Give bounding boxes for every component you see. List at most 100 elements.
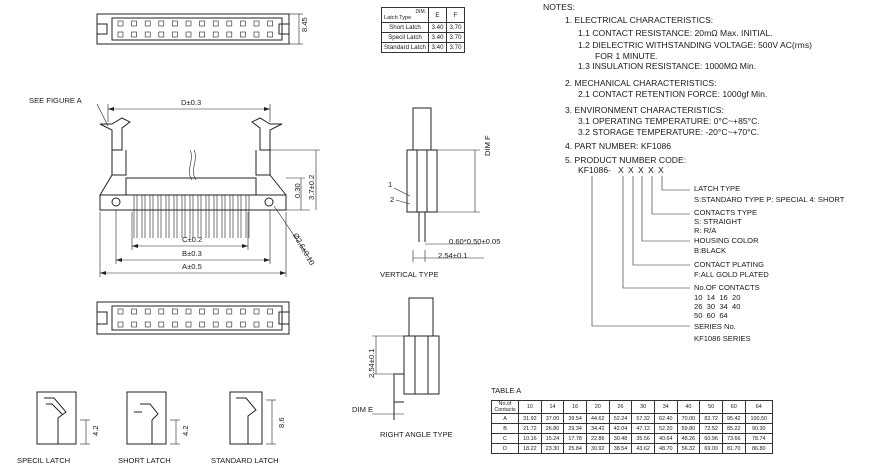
note-line: FOR 1 MINUTE. — [595, 51, 659, 61]
cell: 38.54 — [608, 443, 633, 454]
code-x: X — [638, 165, 644, 175]
code-contacts-r: R: R/A — [694, 226, 717, 235]
cell: 62.40 — [653, 413, 678, 424]
cell: 10.16 — [518, 433, 542, 444]
code-no-contacts: No.OF CONTACTS — [694, 283, 760, 292]
pin-hole — [226, 308, 233, 315]
table-a-header: 16 — [563, 400, 587, 414]
cell: 59.80 — [676, 423, 701, 434]
dim-row-label: Specil Latch — [381, 32, 429, 43]
code-housing-value: B:BLACK — [694, 246, 727, 255]
dim-table-header-e: E — [428, 7, 447, 23]
cell: 25.84 — [563, 443, 587, 454]
short-latch-label: SHORT LATCH — [118, 456, 171, 465]
note-line: 1. ELECTRICAL CHARACTERISTICS: — [565, 15, 714, 25]
cell: 81.70 — [721, 443, 746, 454]
pin-hole — [199, 20, 205, 27]
table-a-header: 26 — [608, 400, 633, 414]
dim-a-label: A±0.5 — [182, 262, 202, 271]
pin-hole — [212, 308, 219, 315]
cell: 35.56 — [631, 433, 655, 444]
cell: 15.24 — [540, 433, 565, 444]
cell: 17.78 — [563, 433, 587, 444]
pin-hole — [226, 321, 233, 328]
pin-hole — [267, 20, 273, 27]
table-a-header: 10 — [518, 400, 542, 414]
note-line: 2.1 CONTACT RETENTION FORCE: 1000gf Min. — [578, 89, 768, 99]
pin-hole — [267, 308, 273, 315]
code-contacts-row: 50 60 64 — [694, 311, 728, 320]
note-line: 2. MECHANICAL CHARACTERISTICS: — [565, 78, 717, 88]
dim-table-header-f: F — [446, 7, 465, 23]
dim-d-label: D±0.3 — [181, 98, 202, 107]
cell: 95.42 — [721, 413, 746, 424]
cell: 100.50 — [744, 413, 774, 424]
callout-1: 1 — [388, 180, 393, 189]
code-contacts-s: S: STRAIGHT — [694, 217, 742, 226]
cell: 44.62 — [585, 413, 610, 424]
vertical-type-label: VERTICAL TYPE — [380, 270, 439, 279]
latch-details — [36, 391, 276, 445]
table-a-header: 34 — [653, 400, 678, 414]
table-a: No.of Contacts 10 14 16 20 26 30 34 40 5… — [491, 400, 774, 454]
dim-row-f: 3.70 — [446, 42, 465, 53]
cell: 34.42 — [585, 423, 610, 434]
pin-hole — [212, 20, 219, 27]
pin-hole — [117, 31, 124, 38]
row-label: C — [491, 433, 519, 444]
table-a-header: 50 — [699, 400, 723, 414]
product-code-leaders — [591, 176, 690, 327]
vertical-side-view — [393, 107, 484, 262]
table-a-header: 60 — [721, 400, 746, 414]
cell: 85.22 — [721, 423, 746, 434]
pin-hole — [240, 308, 246, 315]
right-angle-type-label: RIGHT ANGLE TYPE — [380, 430, 453, 439]
pin-hole — [240, 20, 246, 27]
table-a-header: 40 — [676, 400, 701, 414]
pin-hole — [185, 31, 192, 38]
table-row: Standard Latch 3.40 3.70 — [381, 42, 465, 53]
bottom-view — [96, 301, 290, 335]
table-a-title: TABLE A — [491, 386, 522, 395]
code-plating-value: F:ALL GOLD PLATED — [694, 270, 769, 279]
pin-hole — [158, 321, 165, 328]
cell: 31.92 — [518, 413, 542, 424]
cell: 82.72 — [699, 413, 723, 424]
code-x: X — [618, 165, 624, 175]
code-latch-values: S:STANDARD TYPE P: SPECIAL 4: SHORT — [694, 195, 845, 204]
pin-hole — [144, 321, 151, 328]
note-line: 1.3 INSULATION RESISTANCE: 1000MΩ Min. — [578, 61, 757, 71]
specil-latch-label: SPECIL LATCH — [17, 456, 71, 465]
note-line: 4. PART NUMBER: KF1086 — [565, 141, 672, 151]
dim-table-corner: DIM. Latch Type — [381, 7, 429, 23]
code-contacts-row: 10 14 16 20 — [694, 293, 741, 302]
pin-hole — [158, 31, 165, 38]
pin-hole — [199, 31, 205, 38]
pin-hole — [131, 31, 137, 38]
row-label: B — [491, 423, 519, 434]
pin-hole — [212, 31, 219, 38]
top-view — [96, 13, 303, 45]
pin-hole — [253, 321, 260, 328]
pin-hole — [253, 308, 260, 315]
code-plating: CONTACT PLATING — [694, 260, 765, 269]
table-row: D 18.22 23.30 25.84 30.92 38.54 43.62 48… — [491, 443, 774, 454]
table-a-header: 64 — [744, 400, 774, 414]
table-a-header: 30 — [631, 400, 655, 414]
pin-hole — [240, 31, 246, 38]
table-row: A 31.92 37.00 39.54 44.62 52.24 57.32 62… — [491, 413, 774, 424]
pin-hole — [185, 20, 192, 27]
dim-c-label: C±0.2 — [182, 235, 203, 244]
code-series: SERIES No. — [694, 322, 736, 331]
table-row: B 21.72 26.80 29.34 34.42 42.04 47.12 52… — [491, 423, 774, 434]
cell: 52.24 — [608, 413, 633, 424]
cell: 23.30 — [540, 443, 565, 454]
dim-row-e: 3.40 — [428, 22, 447, 33]
cell: 52.20 — [653, 423, 678, 434]
cell: 40.64 — [653, 433, 678, 444]
table-a-corner: No.of Contacts — [491, 400, 519, 414]
code-series-value: KF1086 SERIES — [694, 334, 751, 343]
dim-845-label: 8.45 — [300, 17, 309, 32]
standard-latch-label: STANDARD LATCH — [211, 456, 279, 465]
